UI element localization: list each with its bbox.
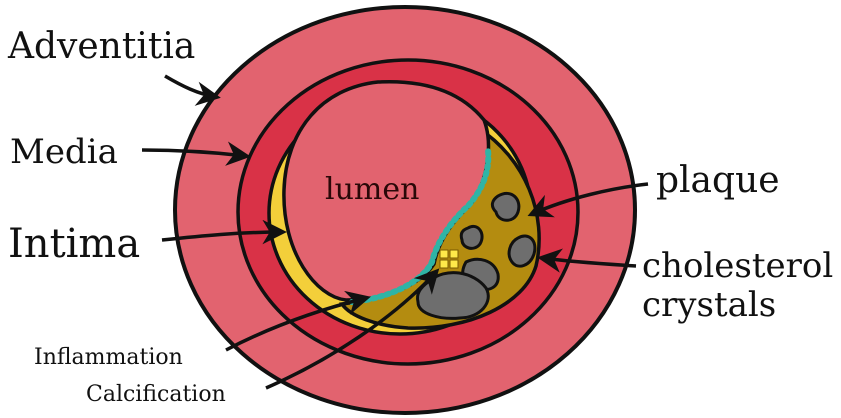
cholesterol-crystal [509, 236, 535, 266]
cholesterol-crystal [492, 193, 519, 220]
label-lumen: lumen [325, 172, 419, 207]
label-cholesterol-line1: cholesterol [642, 246, 833, 286]
label-intima: Intima [8, 221, 140, 267]
label-adventitia: Adventitia [7, 26, 195, 67]
label-plaque: plaque [656, 160, 780, 201]
cholesterol-crystal [461, 226, 482, 248]
label-cholesterol-line2: crystals [642, 285, 776, 325]
label-inflammation: Inflammation [34, 345, 183, 370]
label-calcification: Calcification [86, 382, 226, 407]
arrow-adventitia [165, 76, 216, 97]
label-media: Media [10, 132, 118, 172]
